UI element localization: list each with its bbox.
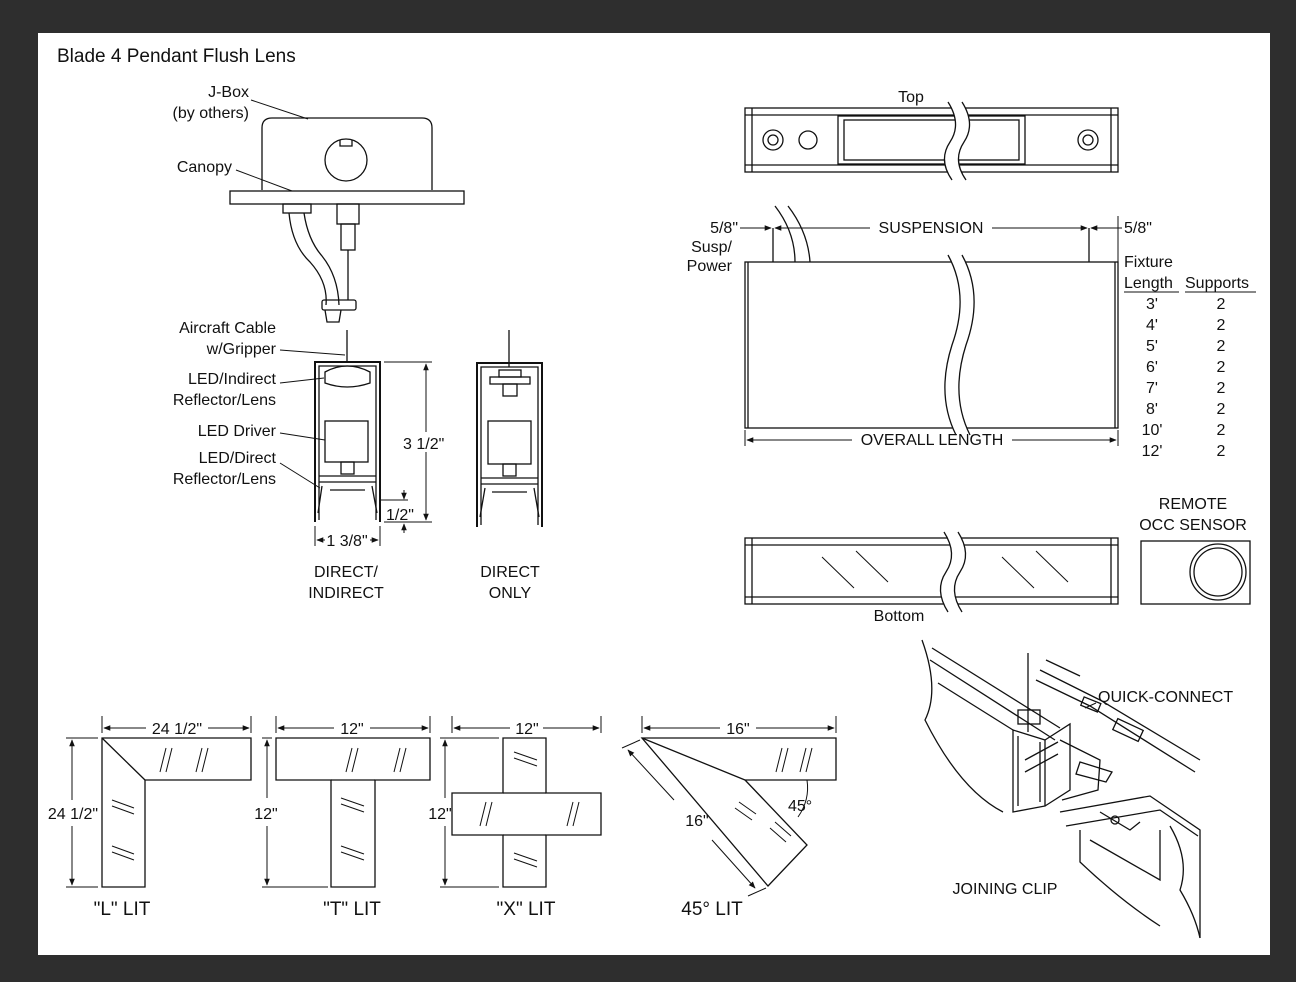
section-direct-indirect	[314, 330, 381, 522]
supports-table: Fixture Length Supports 3' 2 4' 2 5' 2 6' 2 7' 2 8…	[1124, 254, 1256, 460]
table-cell-length: 8'	[1146, 401, 1158, 418]
quick-connect-label: QUICK-CONNECT	[1098, 689, 1233, 706]
overall-length-dim: OVERALL LENGTH	[861, 432, 1004, 449]
direct-only-label-2: ONLY	[489, 585, 532, 602]
x-lit-side-dim: 12"	[428, 806, 451, 823]
susp-power-label-2: Power	[687, 258, 733, 275]
top-view	[744, 101, 1119, 181]
canopy-assembly	[229, 117, 465, 323]
susp-power-label-1: Susp/	[691, 239, 732, 256]
sensor-label-2: OCC SENSOR	[1139, 517, 1247, 534]
side-view	[744, 205, 1119, 436]
t-lit-top-dim: 12"	[340, 721, 363, 738]
driver-label: LED Driver	[198, 423, 277, 440]
jbox-label-1: J-Box	[208, 84, 249, 101]
right-susp-dim: 5/8"	[1124, 220, 1152, 237]
l-lit-layout	[66, 716, 252, 888]
table-cell-supports: 2	[1217, 317, 1226, 334]
bottom-view	[744, 531, 1119, 613]
direct-indirect-label-1: DIRECT/	[314, 564, 379, 581]
table-cell-supports: 2	[1217, 401, 1226, 418]
table-cell-supports: 2	[1217, 296, 1226, 313]
bottom-view-label: Bottom	[874, 608, 925, 625]
indirect-label-1: LED/Indirect	[188, 371, 277, 388]
l-lit-top-dim: 24 1/2"	[152, 721, 202, 738]
remote-occ-sensor	[1140, 540, 1251, 605]
x-lit-layout	[440, 716, 602, 888]
direct-label-2: Reflector/Lens	[173, 471, 276, 488]
cable-label-1: Aircraft Cable	[179, 320, 276, 337]
t-lit-layout	[262, 716, 431, 888]
table-header-supports: Supports	[1185, 275, 1249, 292]
table-cell-supports: 2	[1217, 359, 1226, 376]
height-dim: 3 1/2"	[403, 436, 444, 453]
table-header-fixture: Fixture	[1124, 254, 1173, 271]
indirect-label-2: Reflector/Lens	[173, 392, 276, 409]
cable-label-2: w/Gripper	[206, 341, 277, 358]
section-direct-only	[476, 330, 543, 527]
table-cell-length: 4'	[1146, 317, 1158, 334]
direct-only-label-1: DIRECT	[480, 564, 540, 581]
table-cell-length: 7'	[1146, 380, 1158, 397]
canopy-label: Canopy	[177, 159, 232, 176]
table-cell-length: 6'	[1146, 359, 1158, 376]
45-lit-label: 45° LIT	[681, 899, 743, 920]
spec-drawing: Blade 4 Pendant Flush Lens J-Box (by oth…	[48, 46, 1256, 939]
table-cell-supports: 2	[1217, 338, 1226, 355]
left-susp-dim: 5/8"	[710, 220, 738, 237]
45-lit-side-dim: 16"	[685, 813, 708, 830]
page-title: Blade 4 Pendant Flush Lens	[57, 46, 296, 67]
l-lit-label: "L" LIT	[94, 899, 151, 920]
joining-clip-label: JOINING CLIP	[953, 881, 1058, 898]
table-cell-length: 3'	[1146, 296, 1158, 313]
table-cell-length: 12'	[1142, 443, 1163, 460]
x-lit-label: "X" LIT	[497, 899, 556, 920]
table-cell-length: 10'	[1142, 422, 1163, 439]
l-lit-side-dim: 24 1/2"	[48, 806, 98, 823]
sensor-label-1: REMOTE	[1159, 496, 1227, 513]
table-cell-supports: 2	[1217, 380, 1226, 397]
table-cell-supports: 2	[1217, 422, 1226, 439]
45-lit-angle: 45°	[788, 798, 812, 815]
jbox-label-2: (by others)	[173, 105, 249, 122]
t-lit-label: "T" LIT	[323, 899, 381, 920]
top-view-label: Top	[898, 89, 924, 106]
t-lit-side-dim: 12"	[254, 806, 277, 823]
45-lit-top-dim: 16"	[726, 721, 749, 738]
table-header-length: Length	[1124, 275, 1173, 292]
table-cell-supports: 2	[1217, 443, 1226, 460]
drawing-sheet: Blade 4 Pendant Flush Lens J-Box (by oth…	[38, 33, 1270, 955]
table-cell-length: 5'	[1146, 338, 1158, 355]
joining-detail	[921, 639, 1201, 939]
direct-label-1: LED/Direct	[199, 450, 277, 467]
width-dim: 1 3/8"	[326, 533, 367, 550]
suspension-dim: SUSPENSION	[879, 220, 984, 237]
lip-dim: 1/2"	[386, 507, 414, 524]
direct-indirect-label-2: INDIRECT	[308, 585, 384, 602]
table-rows: 3' 2 4' 2 5' 2 6' 2 7' 2 8' 2 10' 2 12' 2	[1142, 296, 1226, 460]
45-lit-layout	[621, 716, 837, 897]
x-lit-top-dim: 12"	[515, 721, 538, 738]
